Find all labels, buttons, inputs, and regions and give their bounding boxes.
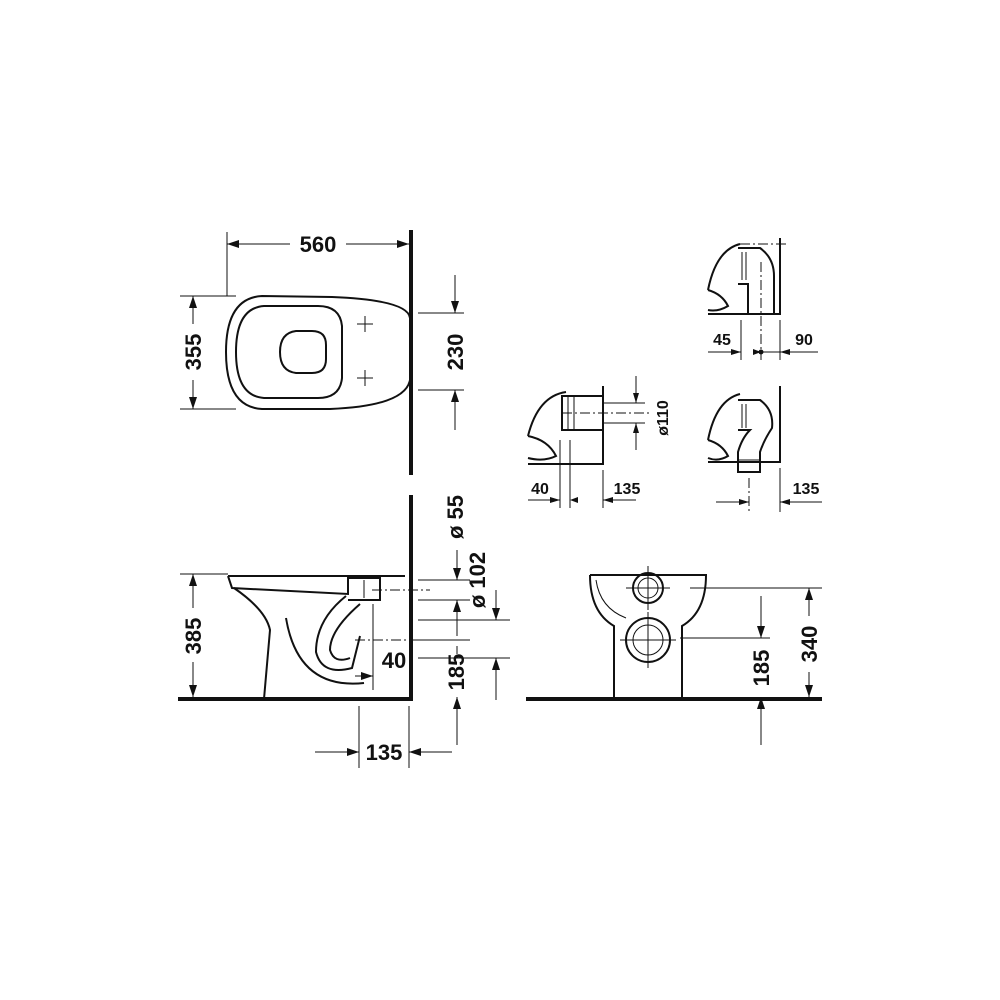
front-view-bowl-shading — [595, 579, 627, 619]
vertical-detail-upper-bend — [738, 247, 775, 314]
top-view: 560 355 230 — [180, 230, 468, 475]
dim-diameter-102-label: ø 102 — [465, 552, 490, 608]
dim-185-front: 185 — [749, 596, 774, 745]
dim-40: 40 — [355, 604, 406, 690]
dim-diameter-55: ø 55 — [418, 495, 470, 636]
horizontal-outlet-detail: ø110 40 135 — [527, 376, 672, 508]
dim-diameter-110-label: ø110 — [655, 400, 672, 436]
dim-135-side: 135 — [315, 706, 452, 768]
dim-340-front: 340 — [797, 588, 822, 697]
dim-diameter-102: ø 102 — [418, 552, 510, 700]
front-view-upper-outlet — [626, 566, 670, 610]
vertical-detail-lower-bend — [737, 399, 774, 473]
dim-135-horizontal: 135 — [602, 470, 641, 508]
dim-385-label: 385 — [181, 618, 206, 655]
front-view: 185 340 — [526, 566, 822, 745]
vertical-outlet-detail-upper: 45 90 — [707, 238, 818, 360]
top-view-bowl-outline — [224, 294, 411, 410]
top-view-bowl-opening — [278, 330, 327, 374]
dim-45-vertical: 45 — [708, 320, 780, 360]
side-view: 385 ø 55 ø 102 40 — [178, 495, 510, 768]
dim-45-vertical-label: 45 — [713, 332, 731, 349]
top-view-fixing-hole-lower — [357, 370, 373, 386]
dim-diameter-55-label: ø 55 — [443, 495, 468, 539]
dim-135-horizontal-label: 135 — [614, 481, 641, 498]
dim-230-label: 230 — [443, 334, 468, 371]
horizontal-detail-connector — [561, 395, 604, 431]
dim-385: 385 — [180, 573, 228, 697]
dim-40-horizontal-label: 40 — [531, 481, 549, 498]
dim-355-label: 355 — [181, 334, 206, 371]
dim-40-label: 40 — [382, 648, 406, 673]
side-view-trap — [314, 595, 361, 671]
dim-135-vertical-label: 135 — [793, 481, 820, 498]
dim-40-horizontal: 40 — [528, 440, 578, 508]
vertical-detail-upper-pan — [707, 243, 741, 312]
top-view-fixing-hole-upper — [357, 316, 373, 332]
dim-diameter-110: ø110 — [633, 376, 672, 450]
vertical-detail-lower-pan — [707, 393, 741, 461]
dim-230: 230 — [418, 275, 468, 430]
dim-340-front-label: 340 — [797, 626, 822, 663]
horizontal-detail-pan — [527, 391, 567, 461]
vertical-detail-lower-wall — [708, 386, 781, 463]
side-view-outlet — [348, 577, 381, 601]
side-view-rim — [227, 575, 405, 596]
dim-135-vertical: 135 — [716, 468, 822, 512]
dim-560-label: 560 — [300, 232, 337, 257]
vertical-outlet-detail-lower: 135 — [707, 386, 822, 512]
horizontal-detail-wall — [528, 386, 604, 465]
vertical-detail-upper-wall — [708, 238, 781, 315]
side-view-bowl-inner — [233, 587, 272, 700]
dim-90-vertical-label: 90 — [795, 332, 813, 349]
dim-135-side-label: 135 — [366, 740, 403, 765]
front-view-bowl — [589, 574, 708, 699]
dim-185-side: 185 — [418, 639, 470, 745]
front-view-lower-outlet — [620, 612, 676, 668]
dim-355: 355 — [180, 295, 236, 410]
side-view-foot — [285, 617, 365, 685]
top-view-seat-outline — [234, 305, 343, 399]
dim-185-front-label: 185 — [749, 650, 774, 687]
dim-90-vertical: 90 — [779, 320, 818, 360]
dim-185-side-label: 185 — [444, 654, 469, 691]
dim-560: 560 — [226, 232, 409, 296]
